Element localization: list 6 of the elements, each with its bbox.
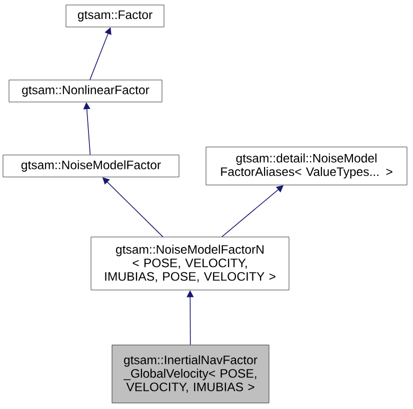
class-box: gtsam::NoiseModelFactorN < POSE, VELOCITY, IMUBIAS, POSE, VELOCITY > (90, 236, 290, 290)
class-box: gtsam::InertialNavFactor _GlobalVelocity< POSE, VELOCITY, IMUBIAS > (112, 344, 270, 404)
class-box: gtsam::NonlinearFactor (8, 80, 162, 102)
class-box: gtsam::detail::NoiseModel FactorAliases< ValueTypes... > (206, 146, 408, 186)
class-box: gtsam::Factor (66, 4, 164, 28)
class-box: gtsam::NoiseModelFactor (2, 154, 180, 178)
